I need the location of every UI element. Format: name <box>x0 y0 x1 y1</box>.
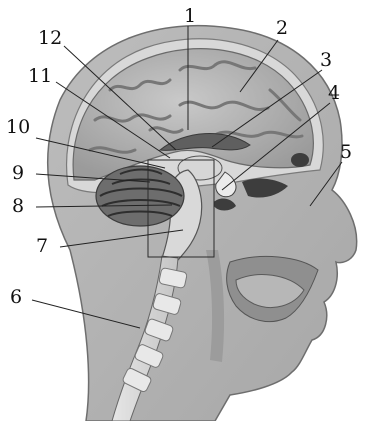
label-10: 10 <box>6 116 30 138</box>
cerebellum <box>96 166 184 226</box>
label-7: 7 <box>36 235 48 257</box>
label-5: 5 <box>340 141 352 163</box>
label-11: 11 <box>28 65 52 87</box>
label-12: 12 <box>38 27 62 49</box>
label-1: 1 <box>184 5 196 27</box>
label-9: 9 <box>12 162 24 184</box>
label-2: 2 <box>276 17 288 39</box>
label-4: 4 <box>328 82 340 104</box>
label-8: 8 <box>12 195 24 217</box>
label-3: 3 <box>320 49 332 71</box>
label-6: 6 <box>10 286 22 308</box>
frontal-sinus <box>291 153 309 167</box>
